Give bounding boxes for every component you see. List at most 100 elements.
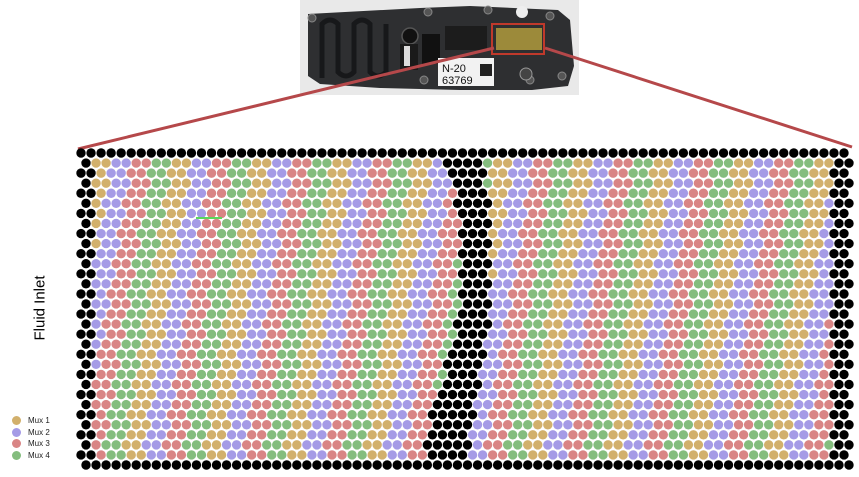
electrode: [698, 228, 709, 239]
electrode: [708, 369, 719, 380]
electrode: [262, 399, 272, 410]
electrode: [477, 430, 488, 440]
electrode: [302, 259, 312, 269]
electrode: [658, 248, 668, 259]
electrode: [758, 269, 769, 279]
electrode: [698, 329, 709, 339]
electrode: [156, 289, 167, 299]
electrode: [126, 450, 136, 460]
electrode: [533, 178, 543, 188]
electrode: [106, 289, 116, 299]
electrode: [779, 329, 789, 339]
electrode: [668, 450, 679, 460]
electrode: [111, 399, 121, 410]
electrode: [628, 208, 638, 219]
electrode-inactive: [76, 208, 86, 219]
electrode: [558, 208, 568, 219]
electrode: [297, 269, 307, 279]
electrode: [186, 349, 197, 359]
electrode: [608, 228, 618, 239]
electrode: [779, 409, 789, 420]
electrode-inactive: [467, 289, 478, 299]
electrode-inactive: [467, 409, 478, 420]
electrode: [523, 399, 533, 410]
electrode: [372, 218, 382, 229]
electrode: [814, 238, 824, 249]
electrode: [678, 228, 689, 239]
electrode: [106, 349, 116, 359]
electrode: [763, 178, 774, 188]
electrode: [332, 279, 342, 289]
electrode: [824, 399, 834, 410]
electrode-inactive: [477, 309, 488, 319]
electrode: [246, 228, 257, 239]
electrode-inactive: [728, 148, 739, 158]
electrode: [367, 188, 377, 198]
electrode: [763, 279, 774, 289]
electrode-inactive: [417, 148, 428, 158]
electrode: [246, 188, 257, 198]
electrode: [492, 339, 503, 349]
electrode: [618, 329, 628, 339]
electrode: [502, 359, 513, 370]
electrode: [809, 349, 819, 359]
electrode: [206, 349, 217, 359]
electrode: [186, 389, 197, 400]
electrode: [718, 389, 729, 400]
electrode-inactive: [76, 148, 86, 158]
electrode: [101, 158, 111, 168]
electrode-inactive: [834, 218, 844, 229]
electrode: [502, 259, 513, 269]
electrode: [257, 289, 267, 299]
electrode: [141, 299, 151, 309]
electrode: [367, 168, 377, 178]
electrode: [523, 198, 533, 209]
electrode: [131, 359, 141, 370]
electrode: [257, 188, 267, 198]
electrode: [231, 299, 242, 309]
electrode: [257, 430, 267, 440]
electrode: [633, 319, 643, 329]
electrode: [342, 399, 352, 410]
electrode: [216, 389, 227, 400]
electrode: [763, 420, 774, 430]
electrode: [538, 389, 548, 400]
electrode: [693, 299, 704, 309]
electrode: [392, 158, 402, 168]
electrode: [166, 369, 177, 380]
electrode: [121, 259, 131, 269]
electrode: [613, 379, 623, 390]
electrode: [96, 329, 106, 339]
electrode: [809, 329, 819, 339]
electrode: [703, 379, 714, 390]
electrode: [417, 289, 428, 299]
electrode: [738, 208, 749, 219]
electrode-inactive: [457, 228, 468, 239]
electrode: [121, 299, 131, 309]
electrode: [508, 248, 518, 259]
electrode: [442, 319, 453, 329]
electrode: [668, 329, 679, 339]
electrode: [101, 198, 111, 209]
electrode: [297, 248, 307, 259]
electrode: [583, 379, 593, 390]
electrode: [136, 188, 146, 198]
electrode: [447, 208, 458, 219]
electrode: [753, 299, 764, 309]
electrode: [337, 228, 347, 239]
electrode: [352, 218, 362, 229]
electrode-inactive: [829, 309, 839, 319]
electrode: [774, 218, 784, 229]
electrode-inactive: [367, 148, 377, 158]
electrode: [573, 158, 583, 168]
electrode: [297, 309, 307, 319]
electrode: [613, 218, 623, 229]
electrode: [211, 218, 222, 229]
electrode: [347, 248, 357, 259]
electrode: [528, 369, 538, 380]
electrode: [442, 218, 453, 229]
electrode: [257, 450, 267, 460]
electrode: [412, 279, 422, 289]
electrode: [287, 228, 297, 239]
sensor-chip: [496, 28, 542, 50]
